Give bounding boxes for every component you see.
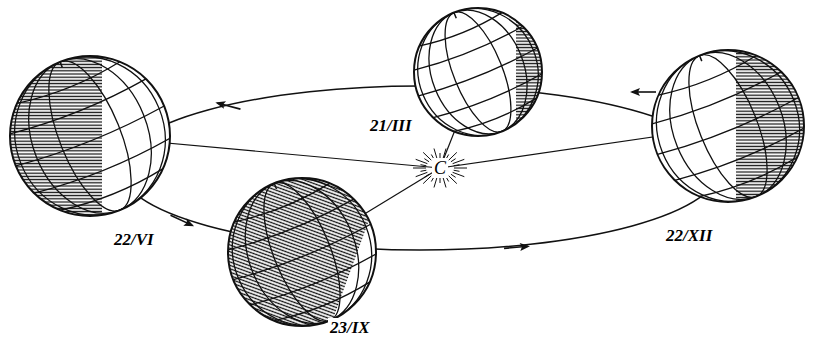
sun-symbol (413, 149, 467, 188)
date-label: 22/VI (112, 230, 156, 249)
earth-globe (393, 0, 664, 155)
earth-globe (628, 23, 814, 225)
earth-globe (164, 133, 398, 342)
date-label: 23/IX (328, 318, 372, 337)
sun-rays-lines (90, 72, 728, 252)
earth-globe (0, 28, 194, 240)
date-label: 21/III (368, 116, 414, 135)
sun-letter: C (432, 158, 448, 178)
orbit-line (120, 86, 720, 250)
date-label: 22/XII (664, 226, 714, 245)
